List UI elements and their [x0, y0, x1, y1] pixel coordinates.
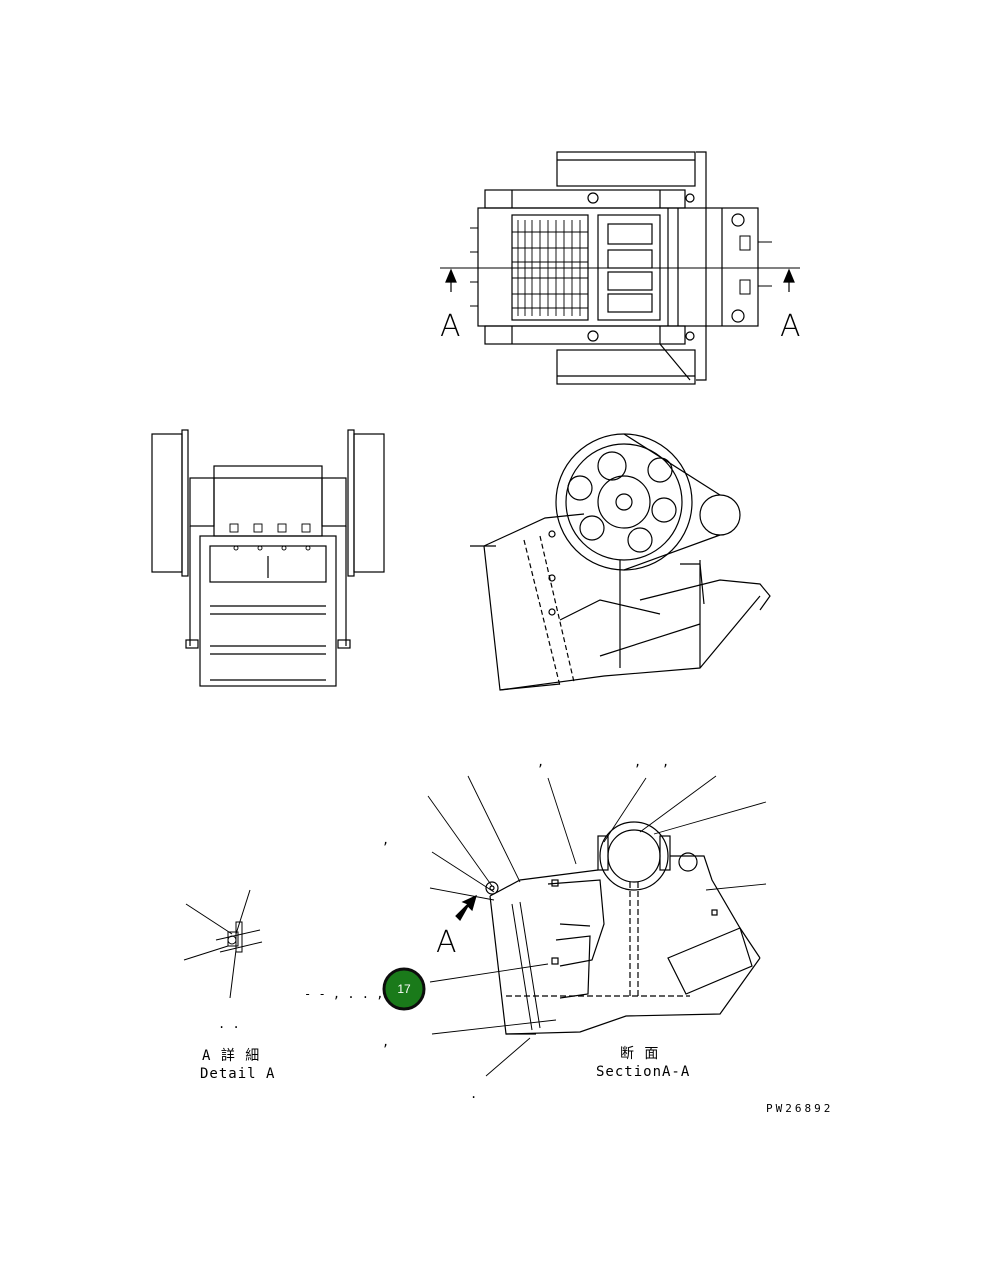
leader-tick-2: , — [634, 755, 641, 769]
detail-caption-jp: A 詳 細 — [202, 1048, 260, 1064]
section-a-a-view — [427, 775, 767, 1077]
callout-17[interactable]: 17 — [382, 967, 426, 1011]
front-view — [151, 429, 385, 687]
leader-tick-row: - - , . . , — [304, 987, 383, 1001]
leader-tick-4: , — [382, 833, 389, 847]
top-view — [440, 151, 800, 385]
section-caption-jp: 断 面 — [620, 1046, 659, 1062]
section-caption-en: SectionA-A — [596, 1064, 690, 1080]
leader-tick-6: . — [470, 1087, 477, 1101]
section-letter-left: A — [440, 309, 461, 344]
section-letter-right: A — [780, 309, 801, 344]
leader-tick-1: , — [537, 755, 544, 769]
drawing-code: PW26892 — [766, 1102, 833, 1115]
detail-a-view — [183, 889, 263, 999]
side-view — [470, 433, 771, 691]
leader-tick-5: , — [382, 1035, 389, 1049]
leader-tick-detail: . . — [218, 1017, 240, 1031]
detail-arrow-letter: A — [436, 925, 457, 960]
leader-tick-3: , — [662, 755, 669, 769]
detail-caption-en: Detail A — [200, 1066, 275, 1082]
leader-ticks: , , , , , . - - , . . , . . — [218, 755, 669, 1101]
callout-17-circle[interactable] — [382, 967, 426, 1011]
callout-17-number[interactable]: 17 — [397, 982, 411, 996]
